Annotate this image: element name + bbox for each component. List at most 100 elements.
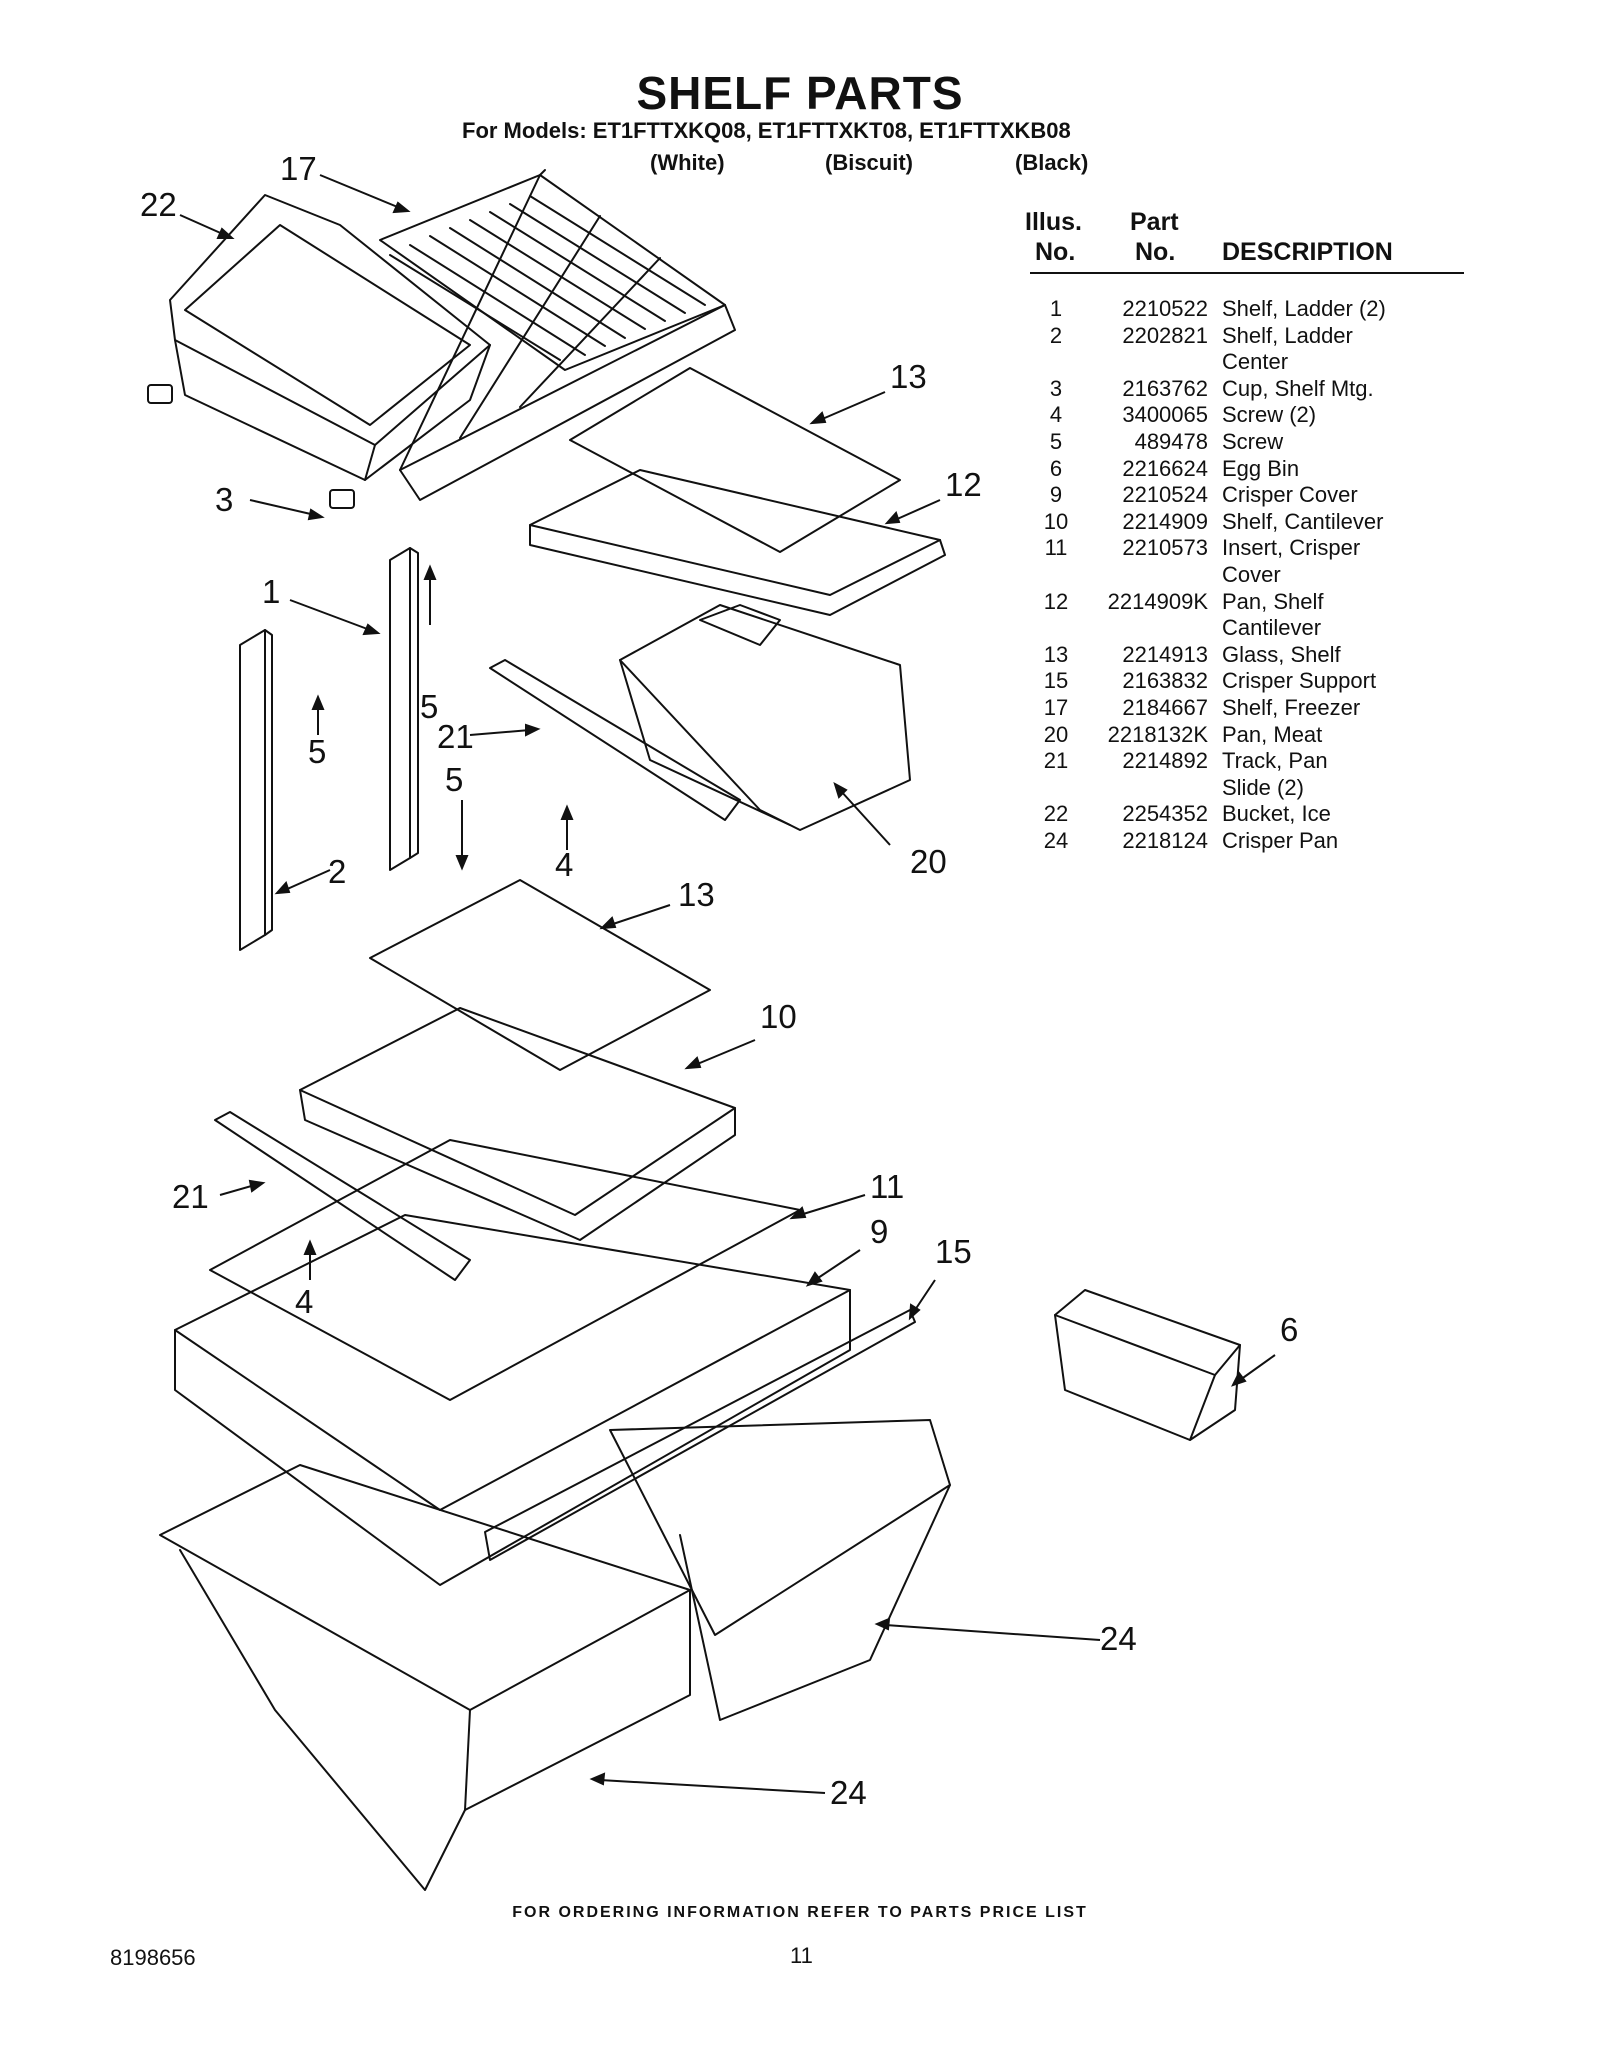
part-number: 2216624 (1122, 455, 1208, 481)
part-description: Slide (2) (1222, 774, 1304, 800)
crisper-pans-drawing (159, 1419, 951, 1891)
part-number (1082, 562, 1222, 589)
cantilever-shelf-drawing (299, 1007, 736, 1241)
callout-17: 17 (280, 150, 317, 187)
part-number: 2210573 (1122, 535, 1208, 561)
table-row: 5 489478 Screw (1030, 429, 1470, 456)
illus-number: 9 (1049, 482, 1063, 508)
illus-number: 13 (1043, 641, 1069, 667)
illus-number: 1 (1049, 296, 1063, 321)
illus-number (1030, 349, 1082, 376)
part-number: 2214892 (1122, 748, 1208, 774)
crisper-insert-drawing (209, 1139, 801, 1401)
illus-number: 17 (1043, 694, 1069, 720)
callout-12: 12 (945, 466, 982, 503)
callout-20: 20 (910, 843, 947, 880)
callout-9: 9 (870, 1213, 889, 1250)
callout-3: 3 (215, 481, 234, 518)
egg-bin-drawing (1054, 1289, 1241, 1441)
illus-number: 12 (1043, 588, 1069, 614)
callout-4-upper: 4 (555, 846, 574, 883)
part-number: 2214909 (1122, 508, 1208, 534)
part-description: Screw (2) (1222, 402, 1317, 428)
part-description: Cantilever (1222, 615, 1322, 641)
part-description: Shelf, Ladder (1222, 322, 1353, 348)
callout-5-c: 5 (445, 761, 464, 798)
part-number: 2210522 (1122, 296, 1208, 321)
part-description: Crisper Cover (1222, 482, 1358, 508)
part-number: 2254352 (1122, 801, 1208, 827)
part-number (1082, 615, 1222, 642)
part-number: 2214913 (1122, 641, 1208, 667)
part-number: 2163762 (1122, 375, 1208, 401)
callout-11: 11 (870, 1168, 905, 1205)
part-description: Pan, Shelf (1222, 588, 1324, 614)
callout-5-b: 5 (308, 733, 327, 770)
table-row-continuation: Center (1030, 349, 1470, 376)
callout-24-b: 24 (830, 1774, 867, 1811)
table-row-continuation: Cover (1030, 562, 1470, 589)
callout-13-upper: 13 (890, 358, 927, 395)
table-row: 12 2214909K Pan, Shelf (1030, 589, 1470, 616)
part-description: Shelf, Cantilever (1222, 508, 1384, 534)
upper-glass-drawing (569, 367, 901, 553)
callout-13-lower: 13 (678, 876, 715, 913)
table-row: 10 2214909 Shelf, Cantilever (1030, 509, 1470, 536)
part-description: Center (1222, 349, 1289, 375)
callout-6: 6 (1280, 1311, 1299, 1348)
illus-number: 20 (1043, 721, 1069, 747)
table-row: 4 3400065 Screw (2) (1030, 402, 1470, 429)
lower-track-drawing (214, 1111, 471, 1281)
part-description: Glass, Shelf (1222, 641, 1341, 667)
part-description: Screw (1222, 428, 1284, 454)
header-description: DESCRIPTION (1222, 238, 1393, 266)
illus-number: 10 (1043, 508, 1069, 534)
color-white: (White) (650, 150, 725, 175)
callout-5-a: 5 (420, 688, 439, 725)
part-description: Shelf, Freezer (1222, 694, 1361, 720)
header-part-1: Part (1130, 208, 1179, 236)
crisper-cover-drawing (174, 1214, 851, 1586)
header-illus-1: Illus. (1025, 208, 1082, 236)
illus-number: 3 (1049, 375, 1063, 401)
callout-4-lower: 4 (295, 1283, 314, 1320)
part-number: 489478 (1134, 428, 1208, 454)
freezer-shelf-drawing (379, 169, 736, 501)
upper-track-drawing (489, 659, 741, 821)
callout-22: 22 (140, 186, 177, 223)
header-illus-2: No. (1035, 238, 1076, 266)
crisper-support-drawing (484, 1309, 916, 1561)
part-description: Track, Pan (1222, 748, 1328, 774)
shelf-cups-drawing (147, 384, 355, 509)
illus-number (1030, 615, 1082, 642)
illus-number: 4 (1049, 402, 1063, 428)
callout-15: 15 (935, 1233, 972, 1270)
ordering-note: FOR ORDERING INFORMATION REFER TO PARTS … (512, 1904, 1088, 1921)
callout-21-upper: 21 (437, 718, 474, 755)
illus-number: 6 (1049, 455, 1063, 481)
illus-number: 5 (1049, 428, 1063, 454)
callout-10: 10 (760, 998, 797, 1035)
part-description: Crisper Pan (1222, 827, 1339, 853)
part-number: 2218124 (1122, 827, 1208, 853)
table-header-rule (1030, 272, 1464, 274)
color-biscuit: (Biscuit) (825, 150, 913, 175)
part-number (1082, 775, 1222, 802)
table-row-continuation: Cantilever (1030, 615, 1470, 642)
part-number: 3400065 (1122, 402, 1208, 428)
color-black: (Black) (1015, 150, 1089, 175)
part-number: 2214909K (1107, 588, 1208, 614)
cantilever-pan-drawing (529, 469, 946, 831)
document-number: 8198656 (110, 1945, 196, 1970)
ice-bucket-drawing (169, 194, 491, 481)
